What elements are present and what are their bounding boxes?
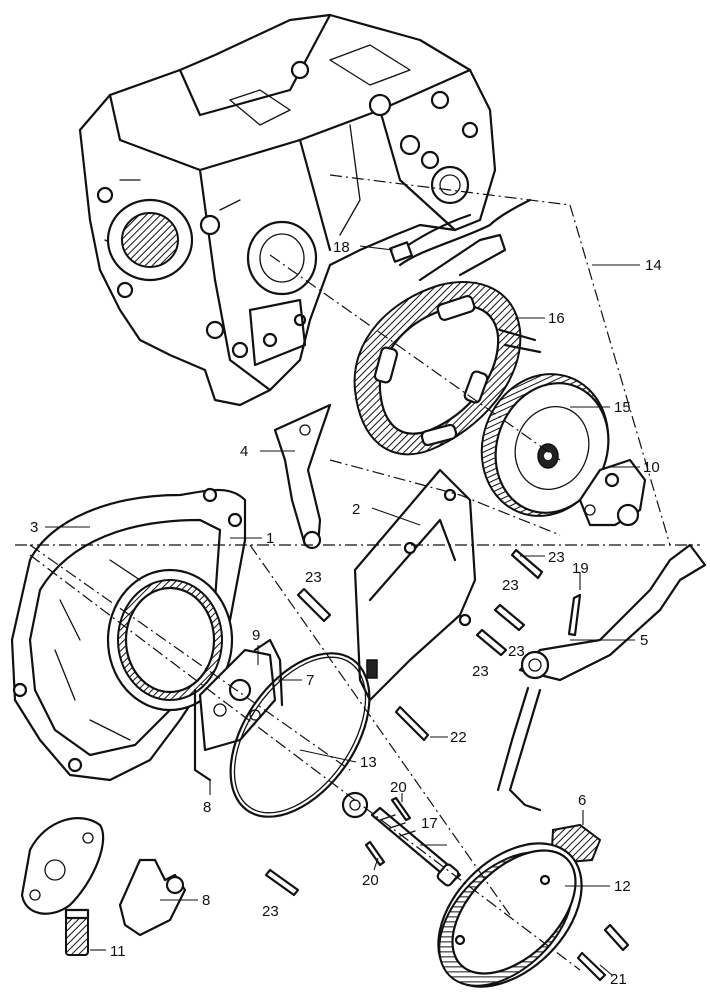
callout-18: 18 [333,239,350,256]
callout-23a: 23 [305,569,322,586]
screw-19 [567,593,582,637]
callout-14: 14 [645,257,662,274]
alignment-lines [15,174,700,971]
callout-9: 9 [252,627,260,644]
bolt-21b [576,951,607,982]
crankcase-block [78,13,497,407]
wire-harness [389,198,532,282]
pin-20a [390,796,412,822]
bolt-23a [296,587,332,623]
callout-labels: 1 2 3 4 5 6 7 8 8 9 10 11 12 13 14 15 16… [30,239,662,988]
callout-21: 21 [610,971,627,988]
callout-16: 16 [548,310,565,327]
bolts [264,548,630,982]
callout-17: 17 [421,815,438,832]
rotor-flywheel [480,373,610,517]
callout-23e: 23 [472,663,489,680]
callout-12: 12 [614,878,631,895]
callout-15: 15 [614,399,631,416]
callout-7: 7 [306,672,314,689]
callout-6: 6 [578,792,586,809]
callout-8b: 8 [202,892,210,909]
callout-23b: 23 [548,549,565,566]
left-cover [10,487,247,782]
callout-20a: 20 [390,779,407,796]
callout-23f: 23 [262,903,279,920]
bolt-23c [493,603,526,632]
callout-13: 13 [360,754,377,771]
pin-20b [364,840,386,867]
gear-cover [353,468,477,702]
callout-20b: 20 [362,872,379,889]
bolt-21a [603,923,630,952]
callout-5: 5 [640,632,648,649]
callout-1: 1 [266,530,274,547]
callout-19: 19 [572,560,589,577]
stator-ring [353,281,542,456]
callout-11: 11 [110,943,126,960]
bolt-22 [394,705,430,742]
bolt-23d [475,628,508,657]
bolt-23b [510,548,544,580]
callout-2: 2 [352,501,360,518]
callout-23c: 23 [502,577,519,594]
points-and-condenser [20,817,187,956]
bracket-part [273,403,332,550]
callout-4: 4 [240,443,248,460]
kick-lever [496,543,707,812]
callout-3: 3 [30,519,38,536]
callout-8a: 8 [203,799,211,816]
leader-lines [45,245,640,976]
bolt-23e [264,868,300,897]
pulser-bracket [578,458,647,527]
callout-22: 22 [450,729,467,746]
callout-23d: 23 [508,643,525,660]
callout-10: 10 [643,459,660,476]
